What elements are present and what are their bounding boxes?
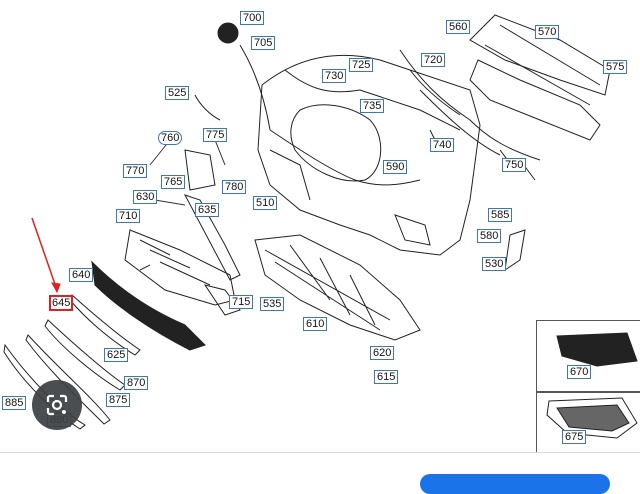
impact-absorber-outline bbox=[254, 234, 421, 341]
inset-fog-light bbox=[536, 392, 640, 454]
part-label-750: 750 bbox=[502, 158, 527, 172]
part-label-720: 720 bbox=[421, 53, 446, 67]
part-label-735: 735 bbox=[360, 99, 385, 113]
part-label-630: 630 bbox=[133, 190, 158, 204]
part-label-765: 765 bbox=[161, 175, 186, 189]
inset-fog-cover bbox=[536, 320, 640, 392]
part-label-760: 760 bbox=[158, 131, 183, 145]
part-label-730: 730 bbox=[322, 69, 347, 83]
bumper-parts-diagram bbox=[3, 14, 611, 430]
part-label-675: 675 bbox=[562, 430, 587, 444]
part-label-625: 625 bbox=[104, 348, 129, 362]
part-label-510: 510 bbox=[253, 196, 278, 210]
part-label-615: 615 bbox=[374, 370, 399, 384]
part-label-570: 570 bbox=[535, 25, 560, 39]
part-label-770: 770 bbox=[123, 164, 148, 178]
part-label-620: 620 bbox=[370, 346, 395, 360]
part-label-525: 525 bbox=[165, 86, 190, 100]
part-label-775: 775 bbox=[203, 128, 228, 142]
part-label-700: 700 bbox=[240, 11, 265, 25]
part-label-725: 725 bbox=[349, 58, 374, 72]
part-label-585: 585 bbox=[488, 208, 513, 222]
lower-grille-outline bbox=[91, 260, 206, 351]
part-label-870: 870 bbox=[124, 376, 149, 390]
part-label-780: 780 bbox=[222, 180, 247, 194]
google-lens-icon bbox=[46, 394, 68, 416]
action-pill-button[interactable] bbox=[420, 474, 610, 494]
part-label-575: 575 bbox=[603, 60, 628, 74]
highlight-arrow bbox=[31, 217, 58, 291]
part-label-670: 670 bbox=[567, 365, 592, 379]
part-label-635: 635 bbox=[195, 203, 220, 217]
part-label-885: 885 bbox=[2, 396, 27, 410]
upper-carrier-outline bbox=[469, 14, 611, 96]
part-label-645: 645 bbox=[49, 295, 74, 311]
part-label-535: 535 bbox=[260, 297, 285, 311]
part-label-710: 710 bbox=[116, 209, 141, 223]
part-label-610: 610 bbox=[303, 317, 328, 331]
fog-light-drawing bbox=[546, 397, 638, 439]
google-lens-button[interactable] bbox=[32, 380, 82, 430]
fog-cover-drawing bbox=[556, 332, 638, 367]
part-label-590: 590 bbox=[383, 160, 408, 174]
part-label-705: 705 bbox=[251, 36, 276, 50]
part-label-740: 740 bbox=[430, 138, 455, 152]
part-label-640: 640 bbox=[69, 268, 94, 282]
bottom-bar bbox=[0, 452, 640, 481]
bumper-cover-outline bbox=[257, 54, 481, 256]
part-label-715: 715 bbox=[229, 295, 254, 309]
part-label-530: 530 bbox=[482, 257, 507, 271]
part-label-875: 875 bbox=[106, 393, 131, 407]
part-label-580: 580 bbox=[477, 229, 502, 243]
part-label-560: 560 bbox=[446, 20, 471, 34]
